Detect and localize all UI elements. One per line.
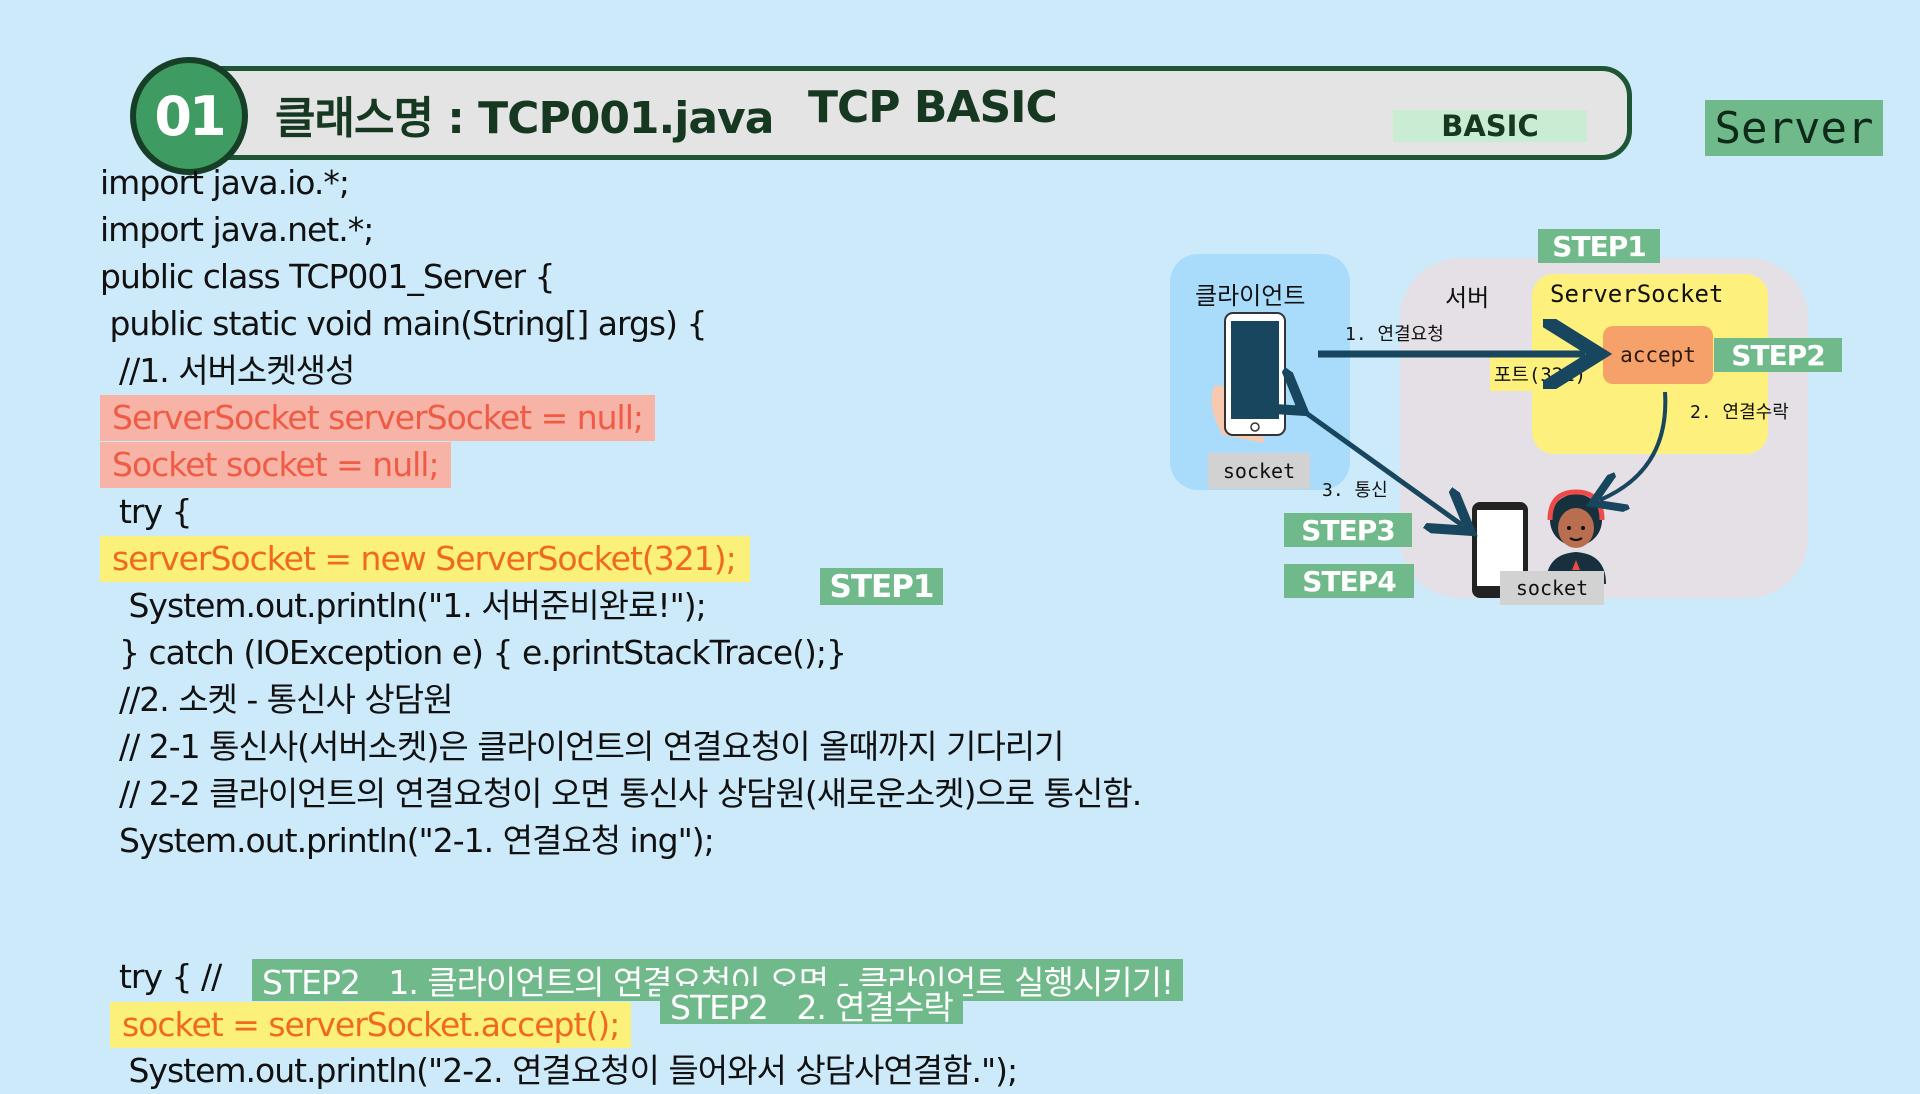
title-bar — [190, 66, 1632, 160]
client-phone-icon — [1211, 312, 1286, 443]
code-line-1: import java.io.*; — [100, 163, 350, 202]
lesson-number: 01 — [130, 57, 248, 175]
serversocket-label: ServerSocket — [1550, 280, 1724, 308]
arrow2-label: 2. 연결수락 — [1690, 402, 1789, 423]
code-line-15: System.out.println("2-1. 연결요청 ing"); — [100, 821, 715, 860]
class-name: 클래스명 : TCP001.java — [275, 93, 774, 144]
accept-box: accept — [1603, 326, 1713, 384]
diagram-step2: STEP2 — [1714, 338, 1842, 372]
step1-code-chip: STEP1 — [820, 568, 943, 605]
level-badge: BASIC — [1393, 109, 1587, 143]
arrow1-label: 1. 연결요청 — [1345, 324, 1444, 345]
code-line-6: ServerSocket serverSocket = null; — [100, 395, 655, 441]
code-line-8: try { — [100, 492, 193, 531]
code-line-11: } catch (IOException e) { e.printStackTr… — [100, 633, 847, 672]
arrow3-label: 3. 통신 — [1322, 480, 1388, 501]
page-title: TCP BASIC — [808, 82, 1058, 133]
code-line-5: //1. 서버소켓생성 — [100, 351, 355, 390]
client-socket-label: socket — [1208, 453, 1310, 489]
port-label: 포트(321) — [1490, 355, 1590, 391]
diagram-step1: STEP1 — [1538, 229, 1660, 263]
code-line-9: serverSocket = new ServerSocket(321); — [100, 536, 750, 582]
code-line-18: System.out.println("2-2. 연결요청이 들어와서 상담사연… — [100, 1051, 1018, 1090]
server-label: 서버 — [1445, 284, 1490, 312]
code-line-14: // 2-2 클라이언트의 연결요청이 오면 통신사 상담원(새로운소켓)으로 … — [100, 774, 1142, 813]
code-line-13: // 2-1 통신사(서버소켓)은 클라이언트의 연결요청이 올때까지 기다리기 — [100, 727, 1065, 766]
code-line-7: Socket socket = null; — [100, 442, 451, 488]
code-line-2: import java.net.*; — [100, 210, 374, 249]
diagram-step4: STEP4 — [1284, 564, 1414, 598]
code-line-10: System.out.println("1. 서버준비완료!"); — [100, 586, 706, 625]
code-line-12: //2. 소켓 - 통신사 상담원 — [100, 680, 453, 719]
agent-icon — [1546, 489, 1606, 584]
code-line-17: socket = serverSocket.accept(); — [110, 1002, 632, 1048]
code-line-16: try { // — [100, 957, 222, 996]
code-line-4: public static void main(String[] args) { — [100, 304, 707, 343]
code-line-3: public class TCP001_Server { — [100, 257, 556, 296]
server-badge: Server — [1705, 100, 1883, 156]
diagram-step3: STEP3 — [1284, 513, 1412, 547]
client-label: 클라이언트 — [1195, 282, 1306, 310]
server-socket-label: socket — [1500, 571, 1604, 605]
step2-accept-note: STEP2 2. 연결수락 — [660, 986, 963, 1027]
